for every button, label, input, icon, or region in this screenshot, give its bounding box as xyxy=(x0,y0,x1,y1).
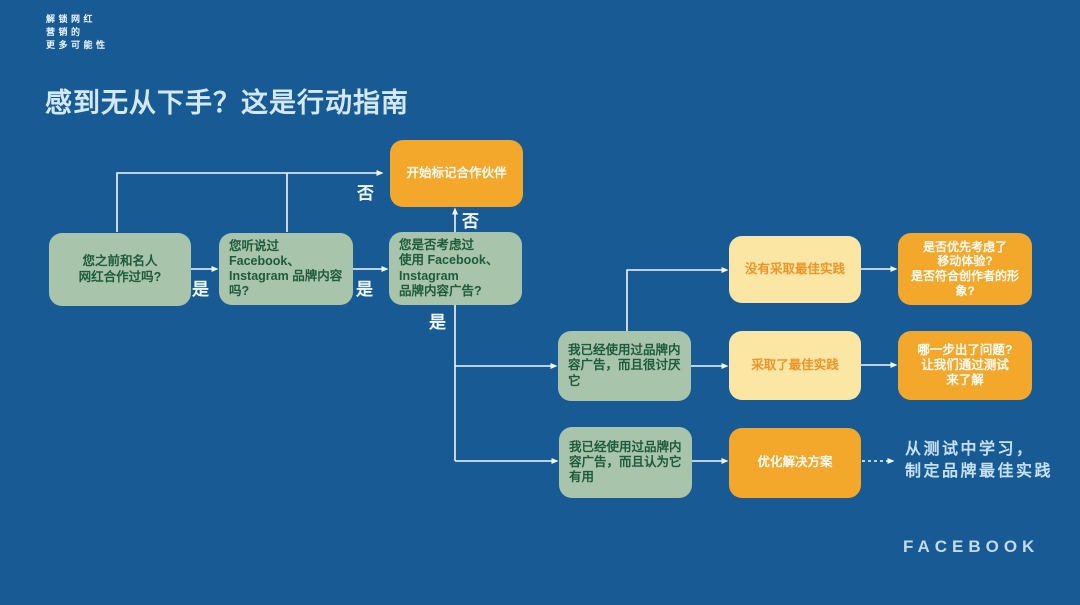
flow-node-took-best-practices: 采取了最佳实践 xyxy=(729,331,861,400)
flow-node-collaborated-before: 您之前和名人 网红合作过吗? xyxy=(49,233,191,306)
facebook-wordmark: FACEBOOK xyxy=(903,537,1040,556)
page-title: 感到无从下手？这是行动指南 xyxy=(45,88,409,118)
edge-hated-to-no-best xyxy=(626,267,729,331)
edge-q1-q2-to-tagging xyxy=(116,170,384,232)
flow-node-considered-branded-ads: 您是否考虑过 使用 Facebook、 Instagram 品牌内容广告? xyxy=(389,232,522,305)
flow-node-optimize-solution: 优化解决方案 xyxy=(729,428,861,498)
flow-node-mobile-experience-question: 是否优先考虑了 移动体验? 是否符合创作者的形 象? xyxy=(898,233,1032,305)
flow-node-no-best-practices: 没有采取最佳实践 xyxy=(729,236,861,303)
edge-label-yes-2: 是 xyxy=(356,280,373,299)
flow-node-used-and-hated: 我已经使用过品牌内 容广告，而且很讨厌 它 xyxy=(558,331,691,401)
flow-node-used-and-useful: 我已经使用过品牌内 容广告，而且认为它 有用 xyxy=(559,427,692,498)
edge-label-yes-3: 是 xyxy=(429,313,446,332)
tagline: 解锁网红 营销的 更多可能性 xyxy=(46,14,109,50)
flow-node-what-went-wrong: 哪一步出了问题? 让我们通过测试 来了解 xyxy=(898,331,1032,400)
edge-label-no-top: 否 xyxy=(357,184,374,203)
edge-label-no-up: 否 xyxy=(462,212,479,231)
flow-node-heard-of-branded-content: 您听说过 Facebook、 Instagram 品牌内容 吗? xyxy=(219,233,353,305)
flow-end-text: 从测试中学习， 制定品牌最佳实践 xyxy=(905,441,1054,480)
flow-node-start-tagging-partners: 开始标记合作伙伴 xyxy=(390,140,523,207)
edge-label-yes-1: 是 xyxy=(192,280,209,299)
